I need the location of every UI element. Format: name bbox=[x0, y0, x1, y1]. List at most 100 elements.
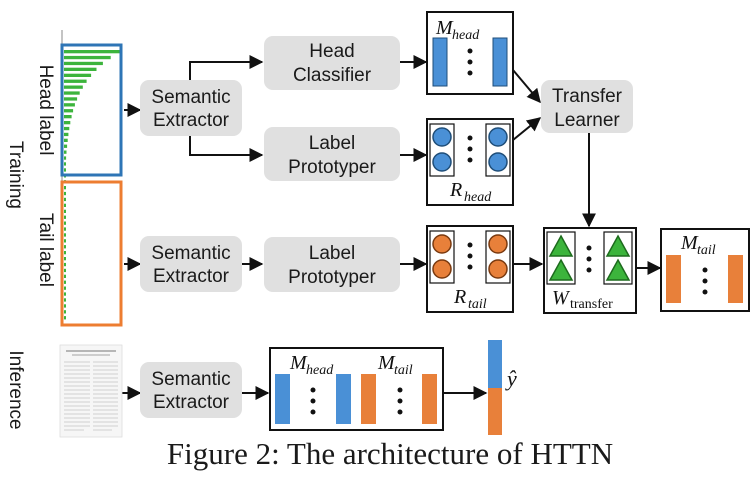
m-tail-matrix: M tail bbox=[660, 228, 750, 312]
distribution-bar bbox=[64, 280, 66, 284]
semantic-extractor-train-tail: Semantic Extractor bbox=[140, 236, 242, 292]
prototype-dot bbox=[488, 259, 508, 279]
distribution-bar bbox=[64, 85, 83, 89]
module-line1: Label bbox=[309, 133, 356, 154]
m-head-matrix: M head bbox=[426, 11, 514, 95]
document-thumbnail bbox=[59, 344, 123, 438]
r-head-sub: head bbox=[464, 190, 492, 205]
weight-triangle bbox=[548, 258, 574, 281]
distribution-bars bbox=[64, 50, 120, 320]
prototype-dot bbox=[488, 152, 508, 172]
m-head-base: M bbox=[435, 17, 454, 39]
distribution-bar bbox=[64, 73, 92, 77]
head-column bbox=[275, 374, 290, 424]
module-line1: Label bbox=[309, 243, 356, 264]
distribution-bar bbox=[64, 197, 66, 202]
w-transfer-base: W bbox=[552, 287, 571, 309]
module-line2: Extractor bbox=[153, 266, 230, 287]
distribution-bar bbox=[64, 168, 66, 172]
w-transfer-weights: W transfer bbox=[543, 227, 637, 314]
distribution-bar bbox=[64, 97, 78, 101]
module-line2: Classifier bbox=[293, 65, 372, 86]
distribution-bar bbox=[64, 274, 66, 278]
distribution-bar bbox=[64, 227, 66, 231]
combined-classifier-matrix: M head M tail bbox=[269, 347, 444, 431]
distribution-bar bbox=[64, 251, 66, 255]
module-line2: Learner bbox=[554, 110, 620, 131]
distribution-bar bbox=[64, 61, 103, 66]
distribution-bar bbox=[64, 203, 66, 207]
module-line1: Semantic bbox=[151, 87, 230, 108]
prototype-dot bbox=[432, 127, 452, 147]
m-tail-sub: tail bbox=[697, 243, 716, 258]
distribution-bar bbox=[64, 245, 66, 249]
tail-column bbox=[422, 374, 437, 424]
label-prototyper-head: Label Prototyper bbox=[264, 127, 400, 181]
distribution-bar bbox=[64, 310, 66, 314]
label-distribution-thumbnail bbox=[60, 30, 123, 327]
weight-triangle bbox=[605, 258, 631, 281]
distribution-bar bbox=[64, 257, 66, 261]
distribution-bar bbox=[64, 286, 66, 290]
distribution-bar bbox=[64, 138, 68, 142]
distribution-bar bbox=[64, 79, 87, 83]
head-classifier: Head Classifier bbox=[264, 36, 400, 90]
label-prototyper-tail: Label Prototyper bbox=[264, 237, 400, 292]
distribution-bar bbox=[64, 215, 66, 219]
module-line1: Semantic bbox=[151, 243, 230, 264]
r-tail-base: R bbox=[453, 286, 466, 308]
r-tail-prototypes: R tail bbox=[426, 225, 514, 313]
module-line1: Transfer bbox=[552, 86, 623, 107]
distribution-bar bbox=[64, 55, 111, 60]
prototype-dot bbox=[432, 152, 452, 172]
inference-label: Inference bbox=[5, 350, 26, 429]
distribution-bar bbox=[64, 304, 66, 308]
distribution-bar bbox=[64, 150, 67, 154]
module-line1: Semantic bbox=[151, 369, 230, 390]
training-label: Training bbox=[5, 141, 26, 209]
m-head-sub: head bbox=[306, 363, 334, 378]
semantic-extractor-train-head: Semantic Extractor bbox=[140, 80, 242, 136]
distribution-bar bbox=[64, 50, 120, 54]
distribution-bar bbox=[64, 316, 66, 320]
distribution-bar bbox=[64, 103, 75, 107]
distribution-bar bbox=[64, 233, 66, 237]
distribution-bar bbox=[64, 126, 70, 131]
r-head-base: R bbox=[449, 179, 462, 201]
prediction-head-part bbox=[488, 340, 502, 388]
distribution-bar bbox=[64, 262, 66, 267]
r-head-prototypes: R head bbox=[426, 118, 514, 206]
prototype-dot bbox=[488, 127, 508, 147]
m-head-column bbox=[492, 37, 508, 87]
m-tail-column bbox=[728, 255, 743, 303]
y-hat-label: ŷ bbox=[505, 366, 517, 391]
connectors bbox=[122, 55, 662, 400]
m-head-column bbox=[432, 37, 448, 87]
transfer-learner: Transfer Learner bbox=[541, 80, 633, 133]
distribution-bar bbox=[64, 239, 66, 243]
semantic-extractor-inference: Semantic Extractor bbox=[140, 362, 242, 418]
m-tail-base: M bbox=[680, 232, 699, 254]
m-tail-base: M bbox=[377, 352, 396, 374]
module-line2: Prototyper bbox=[288, 157, 376, 178]
prototype-dot bbox=[488, 234, 508, 254]
distribution-bar bbox=[64, 292, 66, 296]
head-label-frame bbox=[60, 43, 123, 177]
module-line2: Prototyper bbox=[288, 267, 376, 288]
distribution-bar bbox=[64, 132, 69, 137]
head-column bbox=[336, 374, 351, 424]
figure-caption: Figure 2: The architecture of HTTN bbox=[167, 436, 613, 471]
module-line2: Extractor bbox=[153, 110, 230, 131]
distribution-bar bbox=[64, 121, 71, 125]
head-label-text: Head label bbox=[35, 65, 56, 156]
tail-label-frame bbox=[60, 180, 123, 327]
distribution-bar bbox=[64, 186, 66, 190]
distribution-bar bbox=[64, 209, 66, 213]
prototype-dot bbox=[432, 234, 452, 254]
distribution-bar bbox=[64, 268, 66, 273]
module-line1: Head bbox=[309, 41, 354, 62]
tail-label-text: Tail label bbox=[35, 213, 56, 287]
distribution-bar bbox=[64, 156, 67, 160]
